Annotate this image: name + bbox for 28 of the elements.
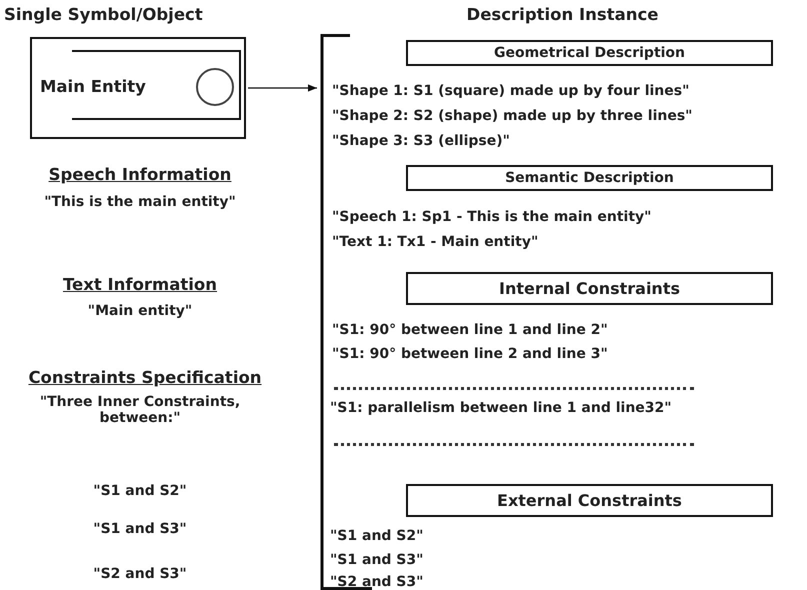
text-line: "Shape 2: S2 (shape) made up by three lines" — [332, 108, 692, 124]
text-line: "Speech 1: Sp1 - This is the main entity" — [332, 209, 652, 225]
section-header-box: Internal Constraints — [406, 272, 773, 305]
text-line: "S1 and S2" — [92, 483, 188, 499]
text-line: "Shape 3: S3 (ellipse)" — [332, 133, 510, 149]
text-line: "Main entity" — [86, 303, 194, 319]
text-line: "S1: 90° between line 1 and line 2" — [332, 322, 608, 338]
section-header-box: Semantic Description — [406, 165, 773, 191]
section-header-box: External Constraints — [406, 484, 773, 517]
text-line: "S1 and S3" — [330, 552, 424, 568]
text-line: "S2 and S3" — [92, 566, 188, 582]
text-line: "S2 and S3" — [330, 574, 424, 590]
text-line: "Shape 1: S1 (square) made up by four lines" — [332, 83, 690, 99]
section-heading: Text Information — [62, 275, 218, 294]
text-line: "This is the main entity" — [43, 194, 237, 210]
text-line: "S1 and S3" — [92, 521, 188, 537]
text-line: "Text 1: Tx1 - Main entity" — [332, 234, 538, 250]
entity-label: Main Entity — [40, 77, 146, 96]
text-line: "S1: 90° between line 2 and line 3" — [332, 346, 608, 362]
arrow — [248, 84, 317, 92]
heading: Description Instance — [466, 5, 660, 24]
section-header-box: Geometrical Description — [406, 40, 773, 66]
heading: Single Symbol/Object — [4, 5, 203, 24]
text-line: "S1: parallelism between line 1 and line32" — [330, 400, 672, 416]
text-line: "S1 and S2" — [330, 528, 424, 544]
section-heading: Constraints Specification — [27, 368, 263, 387]
section-heading: Speech Information — [48, 165, 232, 184]
text-line: "Three Inner Constraints, between:" — [38, 394, 242, 426]
